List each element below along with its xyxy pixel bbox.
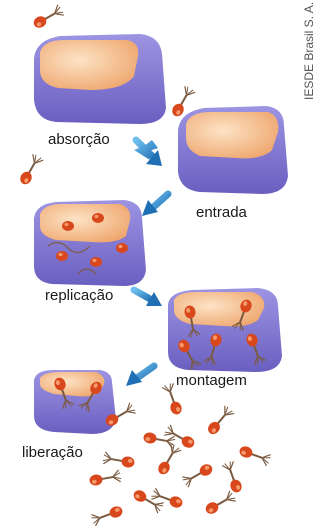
label-release: liberação — [20, 444, 85, 462]
cell-entry — [178, 106, 288, 194]
cell-assembly — [168, 288, 282, 372]
phage-attaching — [31, 4, 64, 30]
released-phages — [89, 382, 272, 526]
cell-absorption — [34, 34, 166, 124]
arrow-absorption-to-entry — [134, 140, 162, 166]
image-credit: IESDE Brasil S. A. — [302, 2, 316, 100]
cell-replication — [34, 200, 146, 286]
phage-free — [18, 153, 44, 186]
label-assembly: montagem — [174, 372, 249, 390]
arrow-replication-to-assembly — [134, 290, 162, 306]
arrow-entry-to-replication — [142, 194, 168, 216]
label-absorption: absorção — [46, 131, 112, 149]
arrow-assembly-to-release — [126, 366, 154, 386]
label-entry: entrada — [194, 204, 249, 222]
label-replication: replicação — [43, 287, 115, 305]
cell-release — [34, 370, 137, 434]
